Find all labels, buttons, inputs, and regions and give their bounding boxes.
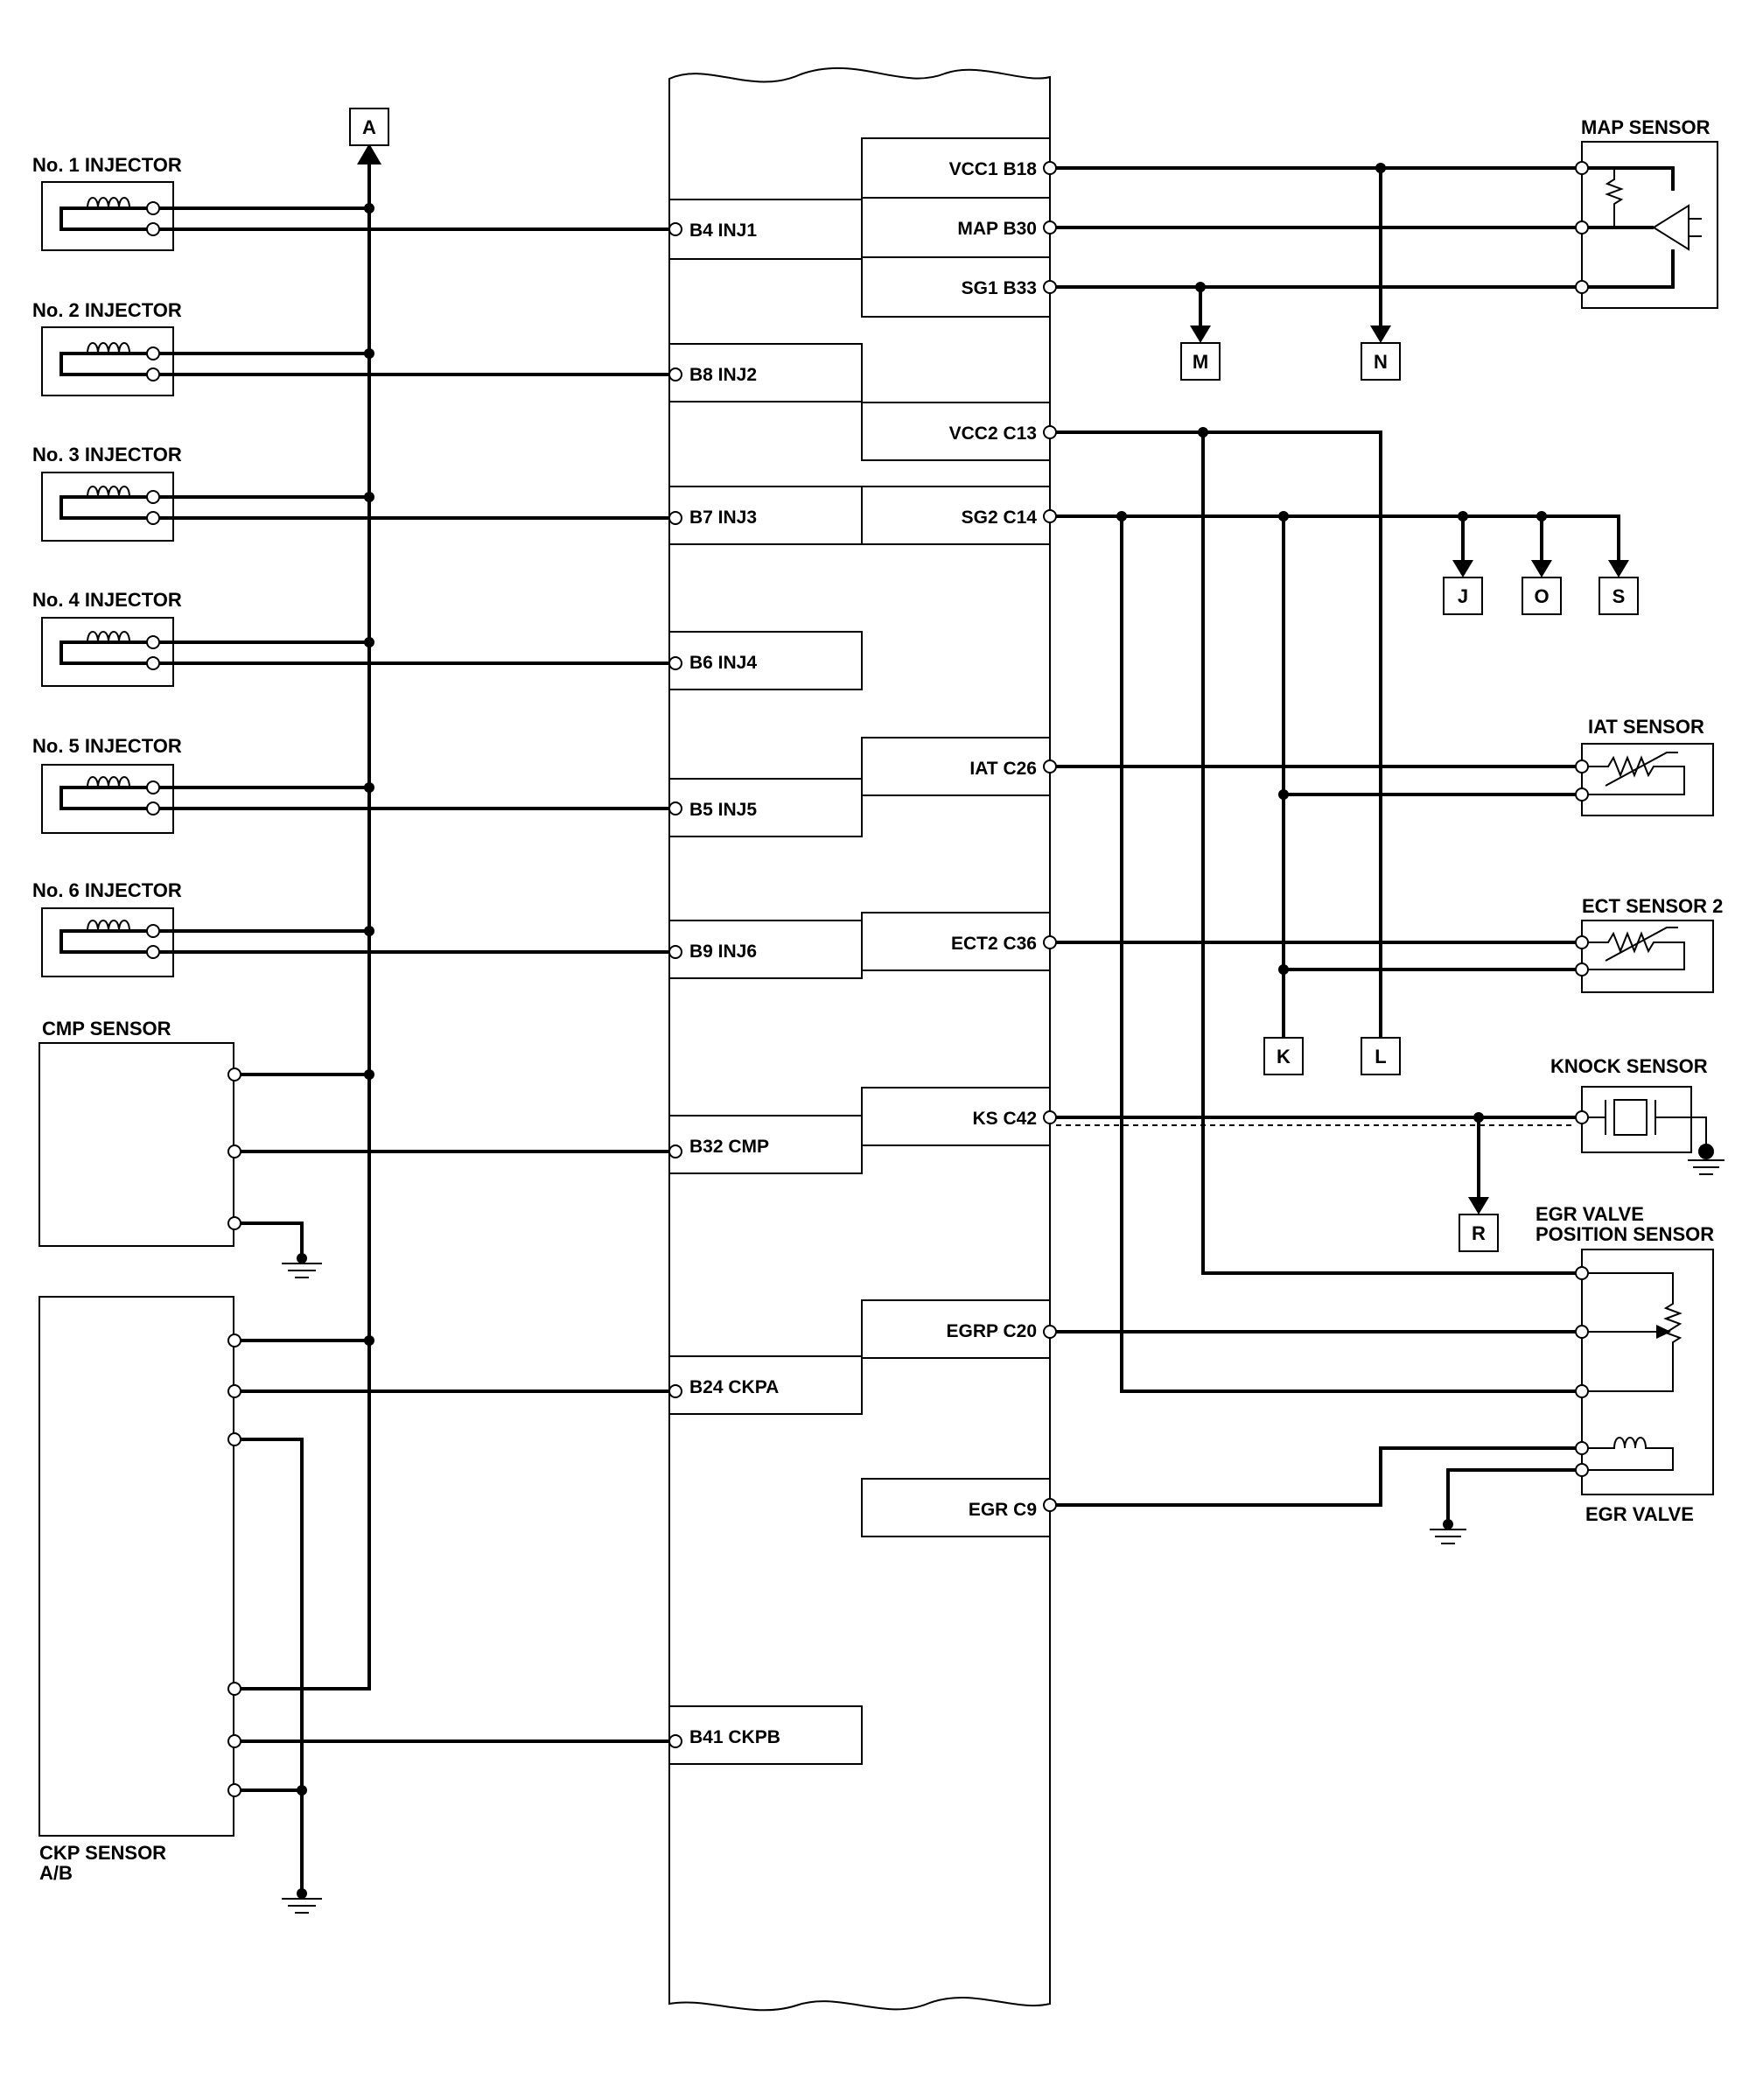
branch-m: M <box>1180 282 1221 381</box>
injector-4: No. 4 INJECTOR <box>32 589 682 687</box>
ecm-body <box>668 66 1051 2012</box>
pin-label-iat-c26: IAT C26 <box>969 759 1037 779</box>
ckp-sensor: CKP SENSOR A/B <box>38 1296 682 1914</box>
pin-label-b41-ckpb: B41 CKPB <box>689 1727 780 1747</box>
injector-2-label: No. 2 INJECTOR <box>32 299 182 321</box>
knock-sensor-label: KNOCK SENSOR <box>1550 1055 1708 1077</box>
pin-label-b5-inj5: B5 INJ5 <box>689 800 757 820</box>
injector-5-label: No. 5 INJECTOR <box>32 735 182 757</box>
map-sensor-label: MAP SENSOR <box>1581 116 1711 138</box>
egr-position-sensor-label-1: EGR VALVE <box>1536 1203 1644 1225</box>
map-sensor: MAP SENSOR <box>1575 116 1718 309</box>
connector-l: L <box>1375 1046 1386 1068</box>
connector-n: N <box>1374 351 1388 373</box>
connector-r: R <box>1472 1222 1486 1244</box>
pin-label-egrp-c20: EGRP C20 <box>947 1321 1038 1341</box>
connector-j: J <box>1458 585 1468 607</box>
wire-egr <box>1043 1446 1576 1544</box>
pin-label-sg2-c14: SG2 C14 <box>962 508 1038 528</box>
wire-sg2 <box>1043 509 1629 1393</box>
cmp-sensor: CMP SENSOR <box>38 1018 682 1278</box>
pin-label-b6-inj4: B6 INJ4 <box>689 653 757 673</box>
injector-4-label: No. 4 INJECTOR <box>32 589 182 611</box>
connector-k: K <box>1277 1046 1291 1068</box>
injector-3-label: No. 3 INJECTOR <box>32 444 182 466</box>
wire-vcc2 <box>1043 425 1576 1275</box>
connector-s: S <box>1613 585 1626 607</box>
connector-m: M <box>1193 351 1208 373</box>
pin-label-ect2-c36: ECT2 C36 <box>951 934 1037 954</box>
pin-label-b8-inj2: B8 INJ2 <box>689 365 757 385</box>
ckp-sensor-label: CKP SENSOR <box>39 1842 166 1864</box>
ect-sensor-2: ECT SENSOR 2 <box>1043 895 1723 993</box>
injector-6-label: No. 6 INJECTOR <box>32 879 182 901</box>
pin-label-map-b30: MAP B30 <box>957 219 1037 239</box>
knock-sensor: KNOCK SENSOR R <box>1043 1055 1725 1252</box>
ecm-right-pin-boxes <box>861 137 1051 1537</box>
ecm-left-pin-boxes <box>668 199 863 1765</box>
connector-o: O <box>1534 585 1549 607</box>
branch-n: N <box>1361 163 1401 381</box>
pin-label-sg1-b33: SG1 B33 <box>962 278 1037 298</box>
injector-3: No. 3 INJECTOR <box>32 444 682 542</box>
power-bus-a: A <box>234 108 389 1690</box>
egr-valve-position-sensor: EGR VALVE POSITION SENSOR EGR VALVE <box>1043 1203 1714 1525</box>
pin-label-ks-c42: KS C42 <box>972 1109 1037 1129</box>
injector-5: No. 5 INJECTOR <box>32 735 682 834</box>
injector-2: No. 2 INJECTOR <box>32 299 682 396</box>
pin-label-b32-cmp: B32 CMP <box>689 1137 769 1157</box>
ckp-sensor-label-ab: A/B <box>39 1862 73 1884</box>
injector-1: No. 1 INJECTOR <box>32 154 682 251</box>
pin-label-b4-inj1: B4 INJ1 <box>689 220 757 241</box>
pin-label-egr-c9: EGR C9 <box>969 1500 1037 1520</box>
ect-sensor-2-label: ECT SENSOR 2 <box>1582 895 1723 917</box>
connector-l-box: L <box>1361 1037 1401 1075</box>
pin-label-b24-ckpa: B24 CKPA <box>689 1377 779 1397</box>
pin-label-vcc2-c13: VCC2 C13 <box>949 424 1037 444</box>
cmp-sensor-label: CMP SENSOR <box>42 1018 171 1040</box>
injector-6: No. 6 INJECTOR <box>32 879 682 977</box>
injector-1-label: No. 1 INJECTOR <box>32 154 182 176</box>
pin-label-b7-inj3: B7 INJ3 <box>689 508 757 528</box>
connector-a: A <box>362 116 376 138</box>
pin-label-vcc1-b18: VCC1 B18 <box>949 159 1038 179</box>
egr-valve-label: EGR VALVE <box>1585 1503 1694 1525</box>
pin-label-b9-inj6: B9 INJ6 <box>689 942 757 962</box>
iat-sensor: IAT SENSOR <box>1043 716 1714 816</box>
egr-position-sensor-label-2: POSITION SENSOR <box>1536 1223 1714 1245</box>
iat-sensor-label: IAT SENSOR <box>1588 716 1704 738</box>
